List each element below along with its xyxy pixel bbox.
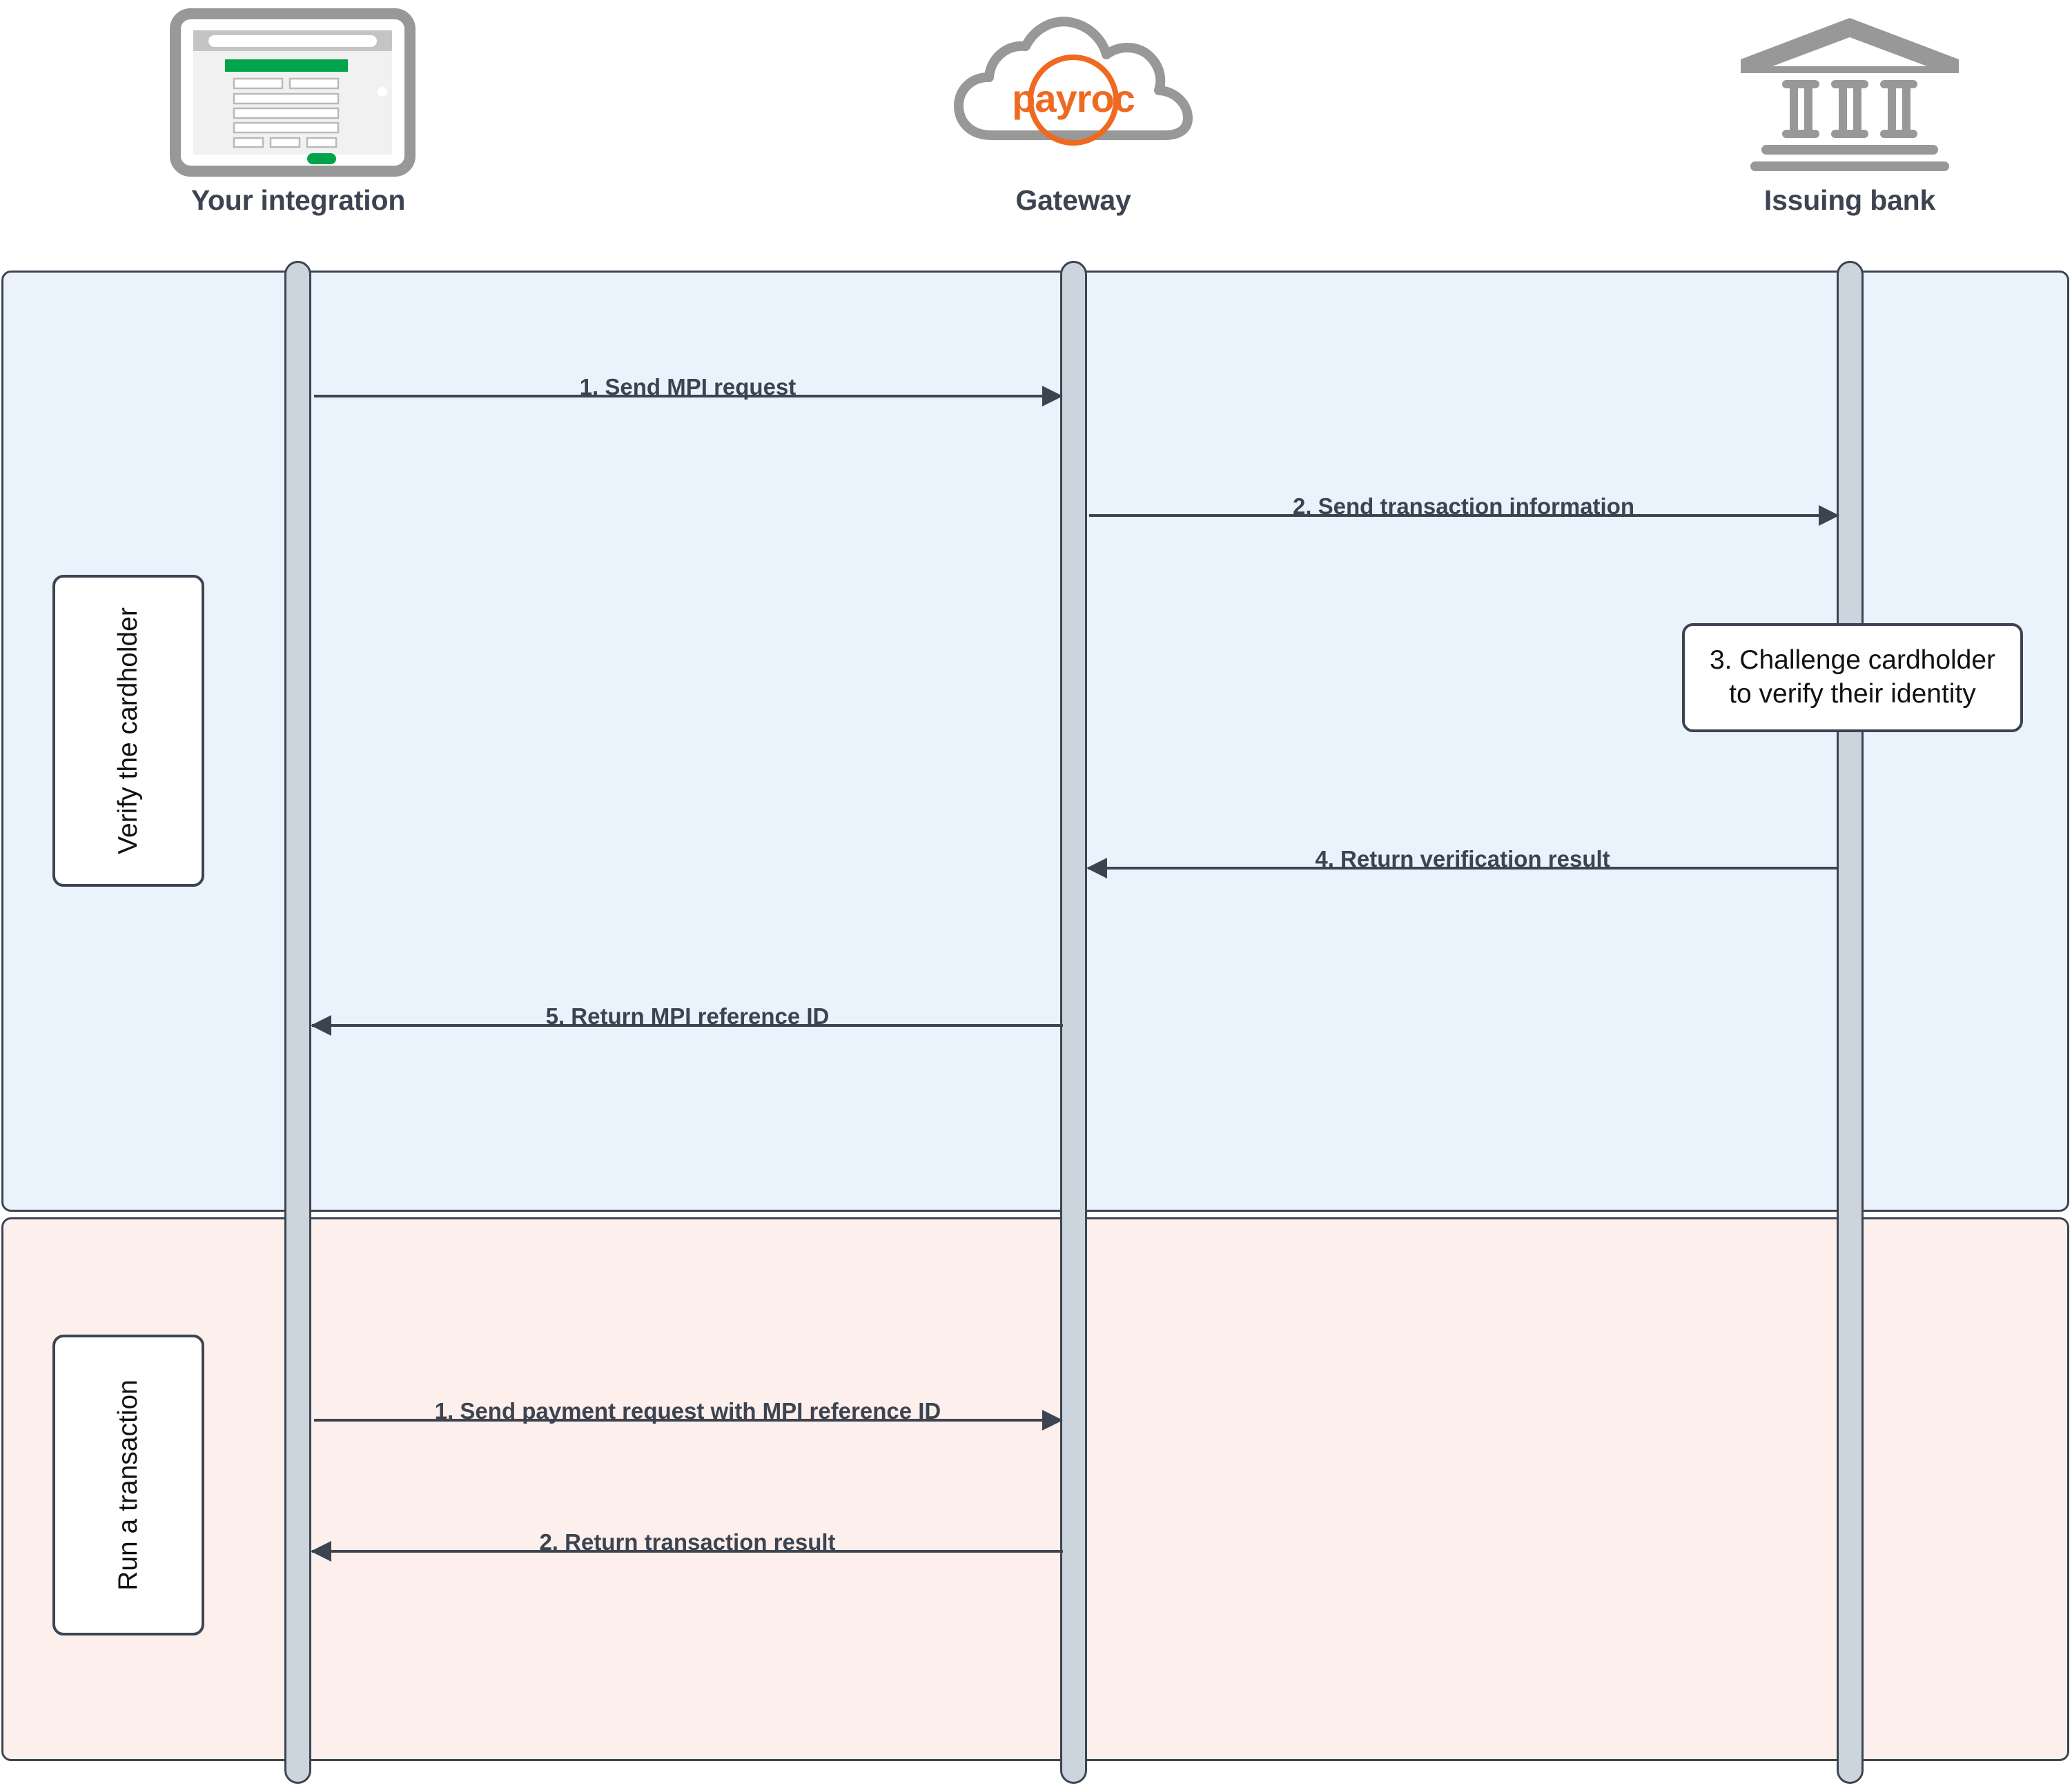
message-label: 2. Send transaction information [1292, 493, 1635, 519]
message-line [312, 1024, 1063, 1027]
arrowhead-left-icon [311, 1541, 331, 1562]
message-label-backdrop [1291, 499, 1636, 506]
actor-issuing-bank: Issuing bank [1705, 0, 1995, 215]
arrowhead-right-icon [1042, 1410, 1063, 1431]
arrowhead-right-icon [1042, 386, 1063, 406]
arrowhead-left-icon [1086, 858, 1107, 878]
message-label: 1. Send MPI request [579, 374, 796, 400]
message-label-backdrop [532, 1535, 843, 1542]
arrowhead-left-icon [311, 1015, 331, 1036]
actor-label-issuing-bank: Issuing bank [1763, 184, 1936, 216]
message-label: 4. Return verification result [1315, 846, 1610, 872]
message-line [1088, 867, 1837, 870]
actor-your-integration: Your integration [153, 0, 443, 215]
phase-label-text-verify: Verify the cardholder [113, 607, 144, 854]
message-label: 2. Return transaction result [539, 1529, 836, 1555]
note-line-2: to verify their identity [1729, 679, 1976, 709]
message-line [1089, 514, 1838, 517]
message-line [314, 395, 1062, 397]
phase-panel-run [1, 1217, 2069, 1761]
message-line [314, 1419, 1062, 1422]
arrowhead-right-icon [1819, 505, 1839, 526]
phase-label-run-a-transaction: Run a transaction [52, 1335, 204, 1635]
lifeline-your-integration [284, 261, 311, 1784]
tablet-form-icon [153, 0, 443, 186]
message-label-backdrop [425, 1404, 950, 1411]
lifeline-issuing-bank [1837, 261, 1864, 1784]
lifeline-gateway [1060, 261, 1087, 1784]
svg-text:payroc: payroc [1012, 77, 1135, 120]
note-line-1: 3. Challenge cardholder [1709, 645, 1996, 676]
actor-gateway: payroc Gateway [928, 0, 1218, 215]
actor-label-your-integration: Your integration [190, 184, 406, 216]
payroc-cloud-icon: payroc [928, 0, 1218, 186]
message-label: 1. Send payment request with MPI referen… [434, 1398, 941, 1424]
message-line [312, 1550, 1063, 1553]
message-label: 5. Return MPI reference ID [545, 1003, 830, 1029]
note-challenge-cardholder: 3. Challenge cardholder to verify their … [1682, 623, 2023, 732]
message-label-backdrop [574, 380, 802, 386]
message-label-backdrop [1304, 852, 1621, 858]
phase-panel-verify [1, 271, 2069, 1212]
bank-building-icon [1705, 0, 1995, 186]
actor-label-gateway: Gateway [1015, 184, 1131, 216]
message-label-backdrop [539, 1009, 836, 1016]
phase-label-text-run: Run a transaction [113, 1379, 143, 1591]
phase-label-verify-the-cardholder: Verify the cardholder [52, 575, 204, 887]
